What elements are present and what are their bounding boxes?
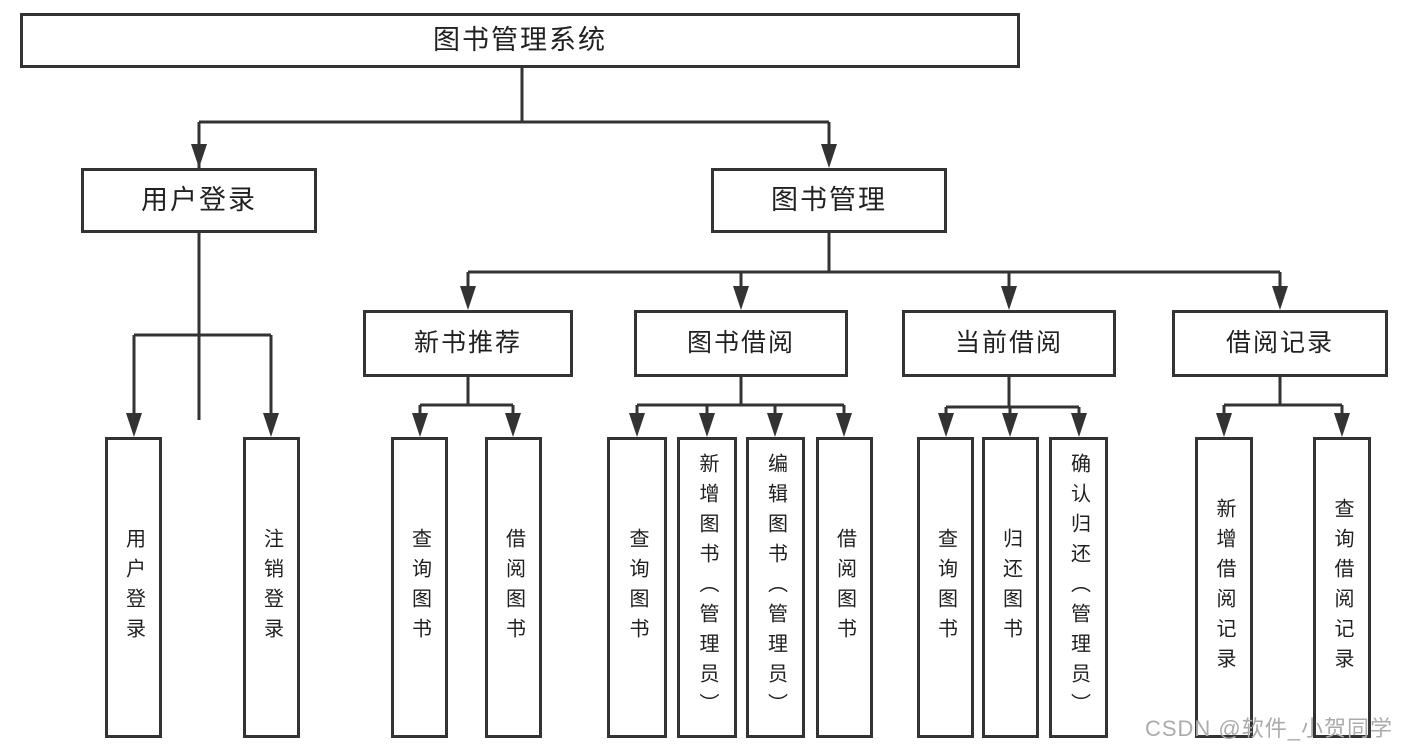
leaf-borrow-books: 借阅图书 [816, 437, 873, 738]
node-current-borrowing: 当前借阅 [902, 310, 1116, 377]
node-new-book-recommend: 新书推荐 [363, 310, 573, 377]
leaf-user-login-label: 用户登录 [122, 527, 145, 648]
node-book-borrowing-label: 图书借阅 [686, 329, 795, 357]
connector-userlogin-to-leaves [132, 233, 273, 420]
connector-newbook-to-leaves [418, 377, 515, 420]
leaf-confirm-return-admin-label: 确认归还（管理员） [1067, 452, 1090, 723]
leaf-query-books-borrow-label: 查询图书 [626, 527, 648, 648]
node-book-borrowing: 图书借阅 [634, 310, 848, 377]
leaf-confirm-return-admin: 确认归还（管理员） [1049, 437, 1108, 738]
arrowheads [126, 144, 1350, 437]
node-current-borrowing-label: 当前借阅 [954, 329, 1063, 357]
leaf-query-books-newbook: 查询图书 [391, 437, 448, 738]
leaf-query-books-current: 查询图书 [917, 437, 974, 738]
leaf-borrow-books-label: 借阅图书 [833, 527, 856, 648]
leaf-query-borrow-record-label: 查询借阅记录 [1331, 497, 1353, 678]
leaf-query-books-borrow: 查询图书 [607, 437, 667, 738]
leaf-borrow-books-newbook-label: 借阅图书 [502, 527, 525, 648]
node-book-management-branch: 图书管理 [711, 168, 947, 233]
csdn-watermark: CSDN @软件_小贺同学 [1144, 716, 1393, 741]
node-user-login-branch: 用户登录 [81, 168, 317, 233]
leaf-edit-books-admin-label: 编辑图书（管理员） [764, 452, 787, 723]
leaf-return-books-label: 归还图书 [999, 527, 1022, 648]
leaf-query-books-newbook-label: 查询图书 [408, 527, 431, 648]
leaf-user-login: 用户登录 [105, 437, 162, 738]
leaf-return-books: 归还图书 [982, 437, 1039, 738]
node-library-management-system-label: 图书管理系统 [433, 25, 607, 55]
leaf-borrow-books-newbook: 借阅图书 [485, 437, 542, 738]
node-borrowing-records: 借阅记录 [1172, 310, 1388, 377]
leaf-add-books-admin-label: 新增图书（管理员） [696, 452, 718, 723]
leaf-query-borrow-record: 查询借阅记录 [1313, 437, 1371, 738]
node-book-management-branch-label: 图书管理 [771, 185, 887, 215]
leaf-add-borrow-record: 新增借阅记录 [1195, 437, 1253, 738]
node-library-management-system: 图书管理系统 [20, 13, 1020, 68]
node-borrowing-records-label: 借阅记录 [1225, 329, 1334, 357]
leaf-logout-label: 注销登录 [260, 527, 283, 648]
connector-root-to-level2 [197, 68, 831, 420]
connector-bookborrow-to-leaves [635, 377, 846, 420]
connector-borrowrecord-to-leaves [1222, 377, 1344, 420]
node-new-book-recommend-label: 新书推荐 [413, 329, 522, 357]
leaf-logout: 注销登录 [243, 437, 300, 738]
leaf-add-books-admin: 新增图书（管理员） [677, 437, 737, 738]
node-user-login-branch-label: 用户登录 [141, 185, 257, 215]
leaf-edit-books-admin: 编辑图书（管理员） [746, 437, 805, 738]
leaf-query-books-current-label: 查询图书 [934, 527, 957, 648]
leaf-add-borrow-record-label: 新增借阅记录 [1213, 497, 1235, 678]
connector-bookmgmt-to-level3 [466, 233, 1282, 292]
